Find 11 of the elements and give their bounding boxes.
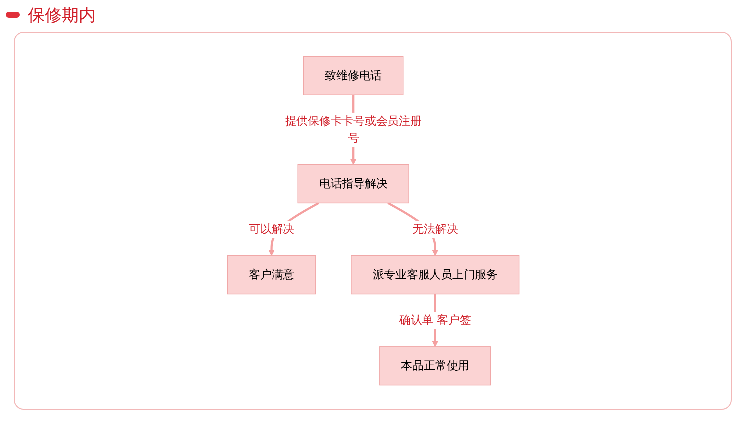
edge-label: 可以解决 [248, 222, 294, 236]
edge-label: 无法解决 [412, 222, 458, 236]
node-box [350, 256, 520, 295]
node-box [302, 56, 404, 96]
node-box [226, 256, 316, 295]
panel-background: 提供保修卡卡号或会员注册号 可以解决 无法解决 确认单 客户签 致维修电话 电话指导解决 客户满意 派专业客服人员上门服务 本品正常使用 [14, 32, 732, 410]
edge-label: 提供保修卡卡号或会员注册号 [284, 114, 422, 145]
node-box [379, 346, 491, 386]
edge-label: 确认单 客户签 [398, 313, 471, 327]
node-box [297, 164, 409, 204]
title: 保修期内 [28, 4, 96, 26]
